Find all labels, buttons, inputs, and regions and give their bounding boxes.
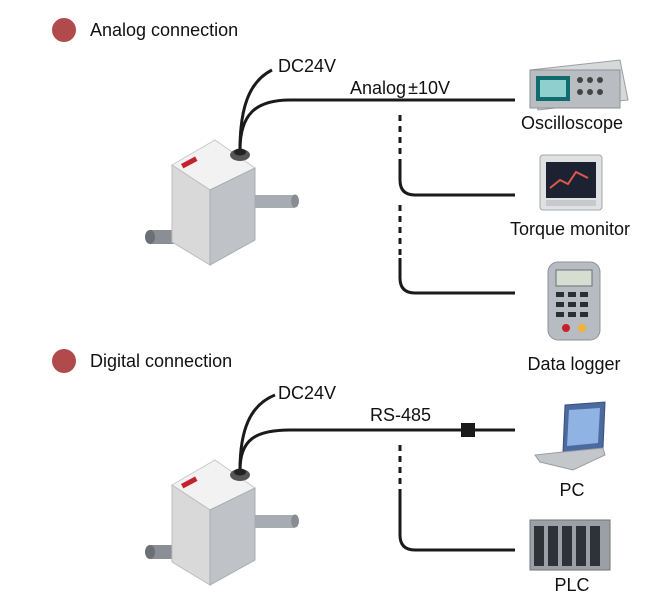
pc-label: PC (559, 480, 585, 500)
digital-heading-text: Digital connection (90, 350, 233, 371)
analog-power-label: DC24V (278, 56, 337, 76)
data-logger-icon (547, 261, 601, 341)
analog-signal-cable (238, 98, 515, 151)
digital-heading: Digital connection (52, 349, 232, 373)
digital-signal-cable (238, 428, 515, 471)
plc-label: PLC (554, 575, 590, 595)
torque-monitor-label: Torque monitor (509, 219, 631, 239)
analog-signal-value: ±10V (408, 78, 450, 98)
analog-signal-name: Analog (350, 78, 407, 98)
plc-icon (529, 519, 611, 571)
digital-signal-label: RS-485 (370, 405, 432, 425)
digital-power-label: DC24V (278, 383, 337, 403)
torque-sensor-digital (145, 459, 299, 586)
torque-sensor-analog (145, 139, 299, 266)
rs485-connector-block (461, 423, 475, 437)
oscilloscope-icon (529, 59, 629, 111)
laptop-icon (534, 401, 606, 471)
data-logger-label: Data logger (527, 354, 621, 374)
analog-branch-torque (398, 160, 515, 197)
torque-monitor-icon (539, 154, 603, 211)
digital-branch-plc (398, 495, 515, 552)
analog-bullet-icon (52, 18, 76, 42)
analog-heading-text: Analog connection (90, 19, 239, 40)
analog-branch-logger (398, 258, 515, 295)
analog-signal-label: Analog±10V (350, 78, 450, 99)
digital-bullet-icon (52, 349, 76, 373)
analog-heading: Analog connection (52, 18, 238, 42)
oscilloscope-label: Oscilloscope (520, 113, 624, 133)
